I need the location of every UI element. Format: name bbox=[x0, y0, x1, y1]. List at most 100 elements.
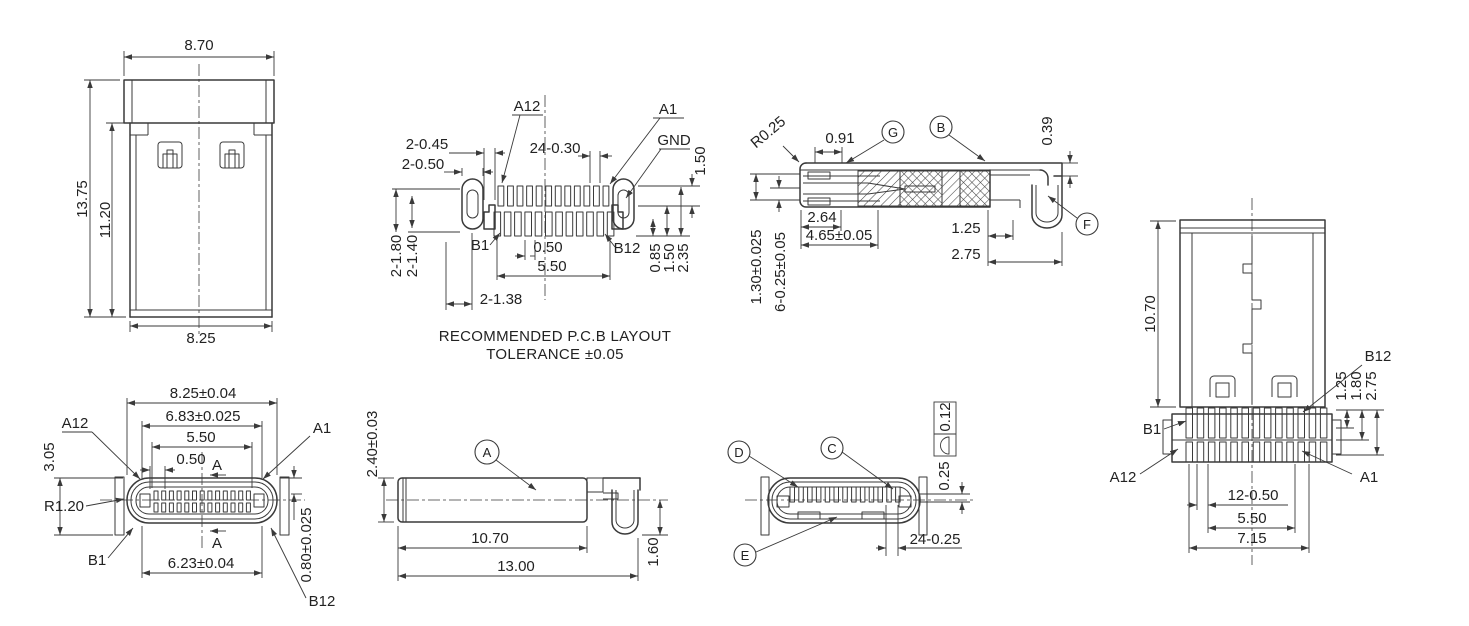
dim-080: 0.80±0.025 bbox=[298, 508, 315, 583]
dim-550: 5.50 bbox=[1237, 510, 1266, 527]
mating-face-view: 8.25±0.04 6.83±0.025 5.50 0.50 A A A12 A… bbox=[41, 385, 335, 610]
dim-radius: R1.20 bbox=[44, 498, 84, 515]
dim-pad-len: 1.50 bbox=[692, 146, 709, 175]
dim-height: 2.40±0.03 bbox=[364, 411, 381, 478]
dim-pitch: 24-0.25 bbox=[910, 531, 961, 548]
dim-715: 7.15 bbox=[1237, 530, 1266, 547]
profile-view: 2.40±0.03 A 10.70 13.00 1.60 bbox=[364, 411, 668, 581]
dim-039: 0.39 bbox=[1039, 116, 1056, 145]
dim-025: 0.25 bbox=[936, 461, 953, 490]
svg-text:E: E bbox=[741, 548, 750, 563]
dim-tab: 2-0.45 bbox=[406, 136, 449, 153]
gdt-frame: 0.12 bbox=[933, 401, 957, 457]
retention-leg-right bbox=[918, 476, 928, 536]
pin-row-top bbox=[1185, 407, 1328, 439]
dim-305: 3.05 bbox=[41, 442, 58, 471]
section-view: R0.25 0.91 G B 0.39 F 1.30±0.025 6-0.25±… bbox=[748, 113, 1099, 312]
svg-text:D: D bbox=[734, 445, 743, 460]
pad-label-b12: B12 bbox=[614, 240, 641, 257]
dim-pitch: 0.50 bbox=[533, 239, 562, 256]
dim-pin-pitch: 12-0.50 bbox=[1228, 487, 1279, 504]
pin-label-a1: A1 bbox=[1360, 469, 1378, 486]
dim-slot-pos: 2-1.38 bbox=[480, 291, 523, 308]
dim-height: 10.70 bbox=[1142, 295, 1159, 333]
dim-width-top: 8.70 bbox=[184, 37, 213, 54]
dim-130: 1.30±0.025 bbox=[748, 230, 765, 305]
pad-label-a1: A1 bbox=[659, 101, 677, 118]
dim-1070: 10.70 bbox=[471, 530, 509, 547]
dim-275: 2.75 bbox=[1363, 371, 1380, 400]
dim-180: 1.80 bbox=[1348, 371, 1365, 400]
dim-off2: 1.50 bbox=[661, 243, 678, 272]
retention-leg-left bbox=[114, 476, 125, 536]
svg-text:G: G bbox=[888, 125, 898, 140]
profile-symbol-icon bbox=[940, 436, 950, 455]
contact-row bbox=[789, 486, 901, 503]
dim-radius: R0.25 bbox=[748, 113, 790, 152]
pad-row-top bbox=[497, 185, 610, 207]
plug-face-view: D C E 0.12 0.25 24-0.25 bbox=[727, 401, 975, 567]
gnd-tab-right bbox=[611, 204, 624, 230]
shell-seam bbox=[1242, 236, 1262, 404]
board-side-view: 10.70 B12 1.25 1.80 2.75 B1 A12 A1 12-0.… bbox=[1110, 198, 1392, 565]
pad-label-b1: B1 bbox=[471, 237, 489, 254]
dim-off1: 0.85 bbox=[647, 243, 664, 272]
pad-label-gnd: GND bbox=[657, 132, 691, 149]
dim-275: 2.75 bbox=[951, 246, 980, 263]
dim-off3: 2.35 bbox=[675, 243, 692, 272]
balloon-f: F bbox=[1047, 195, 1099, 236]
svg-text:F: F bbox=[1083, 217, 1091, 232]
dim-width: 8.25±0.04 bbox=[170, 385, 237, 402]
pin-label-b12: B12 bbox=[1365, 348, 1392, 365]
section-mark-a-top: A bbox=[212, 457, 222, 474]
latch-clip bbox=[157, 141, 183, 169]
retention-leg-right bbox=[279, 476, 290, 536]
dim-160: 1.60 bbox=[645, 537, 662, 566]
balloon-d: D bbox=[727, 440, 799, 488]
dim-1300: 13.00 bbox=[497, 558, 535, 575]
dim-contacts: 6-0.25±0.05 bbox=[772, 232, 789, 312]
pin-label-a12: A12 bbox=[62, 415, 89, 432]
section-mark-a-bottom: A bbox=[212, 535, 222, 552]
pin-label-a12: A12 bbox=[1110, 469, 1137, 486]
shell-top-view: 8.70 13.75 11.20 8.25 bbox=[74, 37, 275, 347]
latch-clip bbox=[1271, 375, 1298, 397]
latch-clip bbox=[1209, 375, 1236, 397]
dim-125: 1.25 bbox=[1333, 371, 1350, 400]
dim-width-bottom: 8.25 bbox=[186, 330, 215, 347]
dim-height-overall: 13.75 bbox=[74, 180, 91, 218]
latch-clip bbox=[219, 141, 245, 169]
balloon-e: E bbox=[733, 516, 838, 567]
pcb-layout-view: A12 A1 GND 2-0.45 2-0.50 24-0.30 1.50 2-… bbox=[388, 95, 709, 363]
balloon-g: G bbox=[845, 120, 905, 164]
pin-row-bottom bbox=[1185, 441, 1328, 463]
dim-465: 4.65±0.05 bbox=[806, 227, 873, 244]
pad-row-bottom bbox=[493, 211, 615, 237]
dim-550: 5.50 bbox=[186, 429, 215, 446]
pin-label-b1: B1 bbox=[88, 552, 106, 569]
retention-leg-left bbox=[760, 476, 770, 536]
dim-683: 6.83±0.025 bbox=[166, 408, 241, 425]
dim-row-span: 5.50 bbox=[537, 258, 566, 275]
dim-height-shell: 11.20 bbox=[97, 202, 114, 238]
svg-text:B: B bbox=[937, 120, 946, 135]
dim-264: 2.64 bbox=[807, 209, 836, 226]
pad-label-a12: A12 bbox=[514, 98, 541, 115]
svg-text:A: A bbox=[483, 445, 492, 460]
dim-125: 1.25 bbox=[951, 220, 980, 237]
pcb-layout-caption-line2: TOLERANCE ±0.05 bbox=[486, 346, 624, 363]
contact-row-top bbox=[153, 490, 251, 501]
contact-row-bottom bbox=[153, 502, 251, 513]
dim-050: 0.50 bbox=[176, 451, 205, 468]
pin-label-b1: B1 bbox=[1143, 421, 1161, 438]
pin-label-a1: A1 bbox=[313, 420, 331, 437]
balloon-b: B bbox=[929, 115, 986, 162]
balloon-c: C bbox=[820, 436, 894, 490]
gdt-value: 0.12 bbox=[937, 402, 954, 431]
pin-label-b12: B12 bbox=[309, 593, 336, 610]
solder-foot bbox=[611, 489, 639, 535]
dim-pad-w: 24-0.30 bbox=[530, 140, 581, 157]
balloon-a: A bbox=[474, 439, 537, 491]
